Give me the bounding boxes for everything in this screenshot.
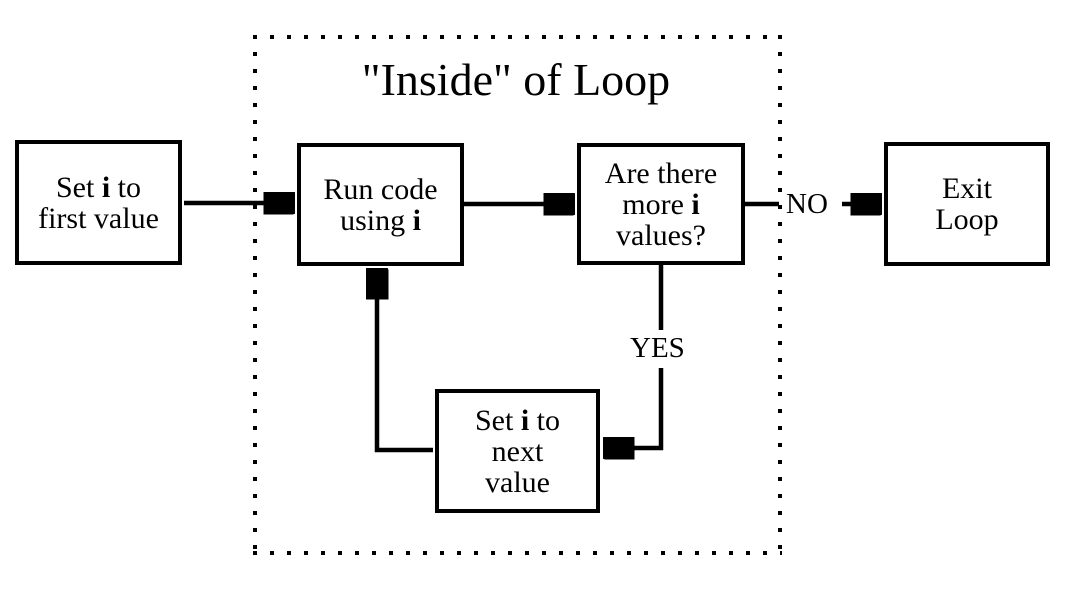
node-label: Exit Loop [935,173,998,235]
node-label: Set i to next value [475,405,560,498]
node-label: Run code using i [323,174,437,236]
loop-boundary-right [778,35,782,555]
arrow-set-next-to-run-code [377,295,433,453]
loop-boundary-top [253,35,780,39]
node-set-i-next-value: Set i to next value [435,389,600,513]
label-text: values? [616,218,706,252]
label-text: first value [38,201,159,235]
node-label: Are there more i values? [605,158,717,251]
label-text: Run code [323,172,438,206]
loop-boundary-title: "Inside" of Loop [361,54,671,105]
loop-boundary-left [253,35,257,555]
node-are-there-more-values: Are there more i values? [577,143,745,265]
loop-boundary-bottom [253,551,782,555]
label-variable-i: i [520,403,530,437]
node-run-code-using-i: Run code using i [297,143,464,266]
label-text: Set [474,403,521,437]
edge-label-no: NO [786,188,828,220]
node-set-i-first-value: Set i to first value [15,140,182,265]
label-variable-i: i [412,203,421,237]
label-variable-i: i [691,187,700,221]
label-text: next [491,434,544,468]
label-text: Set [55,170,102,204]
label-text: Loop [935,203,999,236]
node-exit-loop: Exit Loop [884,142,1050,266]
edge-label-yes: YES [630,332,685,364]
label-text: using [340,203,413,237]
node-label: Set i to first value [38,172,159,234]
label-text: to [529,403,561,437]
label-text: Are there [604,156,718,190]
label-text: Exit [941,172,992,205]
label-text: more [622,187,692,221]
label-text: value [485,465,550,499]
label-variable-i: i [101,170,111,204]
label-text: to [110,170,141,204]
arrow-question-to-set-next-lower [630,368,664,448]
